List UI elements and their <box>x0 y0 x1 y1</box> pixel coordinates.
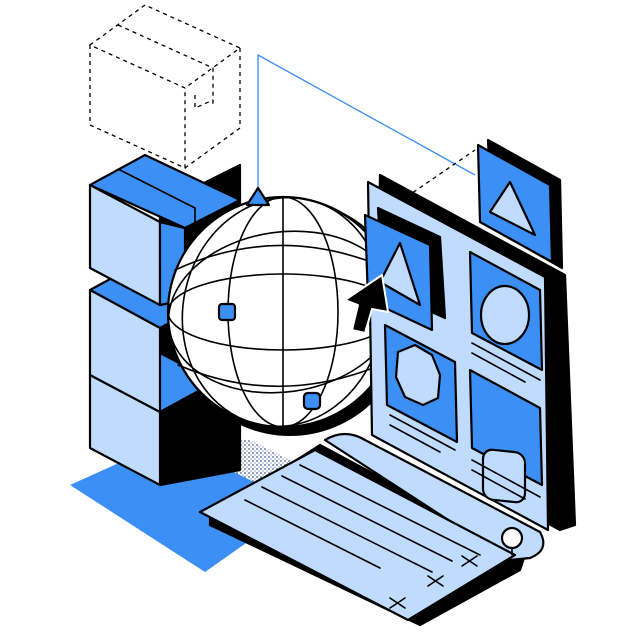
dashed-outline-box-icon <box>88 4 242 170</box>
guide-line <box>257 53 476 216</box>
floating-triangle-tile-icon <box>476 138 564 270</box>
pointer-cursor-icon <box>344 274 389 334</box>
globe-icon <box>166 186 408 436</box>
triangle-tile-icon <box>363 206 447 332</box>
keyboard-base-icon <box>198 432 545 627</box>
